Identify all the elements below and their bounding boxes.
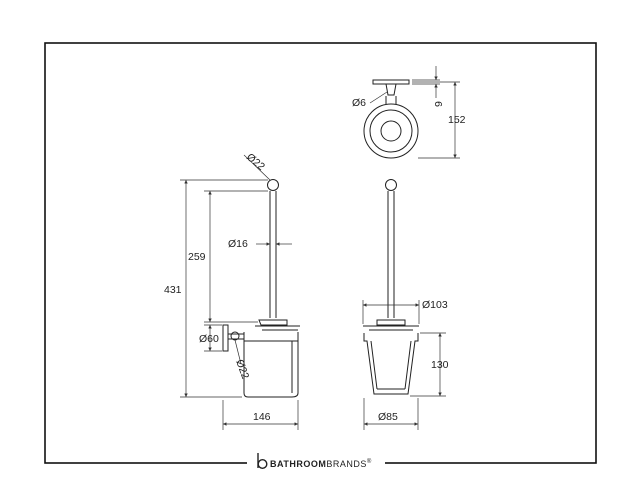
- dim-plate-thickness: 6: [432, 101, 444, 107]
- dim-ball-diameter-top: Ø22: [244, 151, 267, 173]
- drawing-frame: [44, 42, 597, 464]
- front-view: [363, 179, 419, 395]
- dim-pot-height: 130: [431, 359, 449, 371]
- dim-projection: 146: [253, 411, 271, 423]
- dim-handle-diameter: Ø16: [228, 238, 248, 250]
- dim-pot-rim-diameter: Ø103: [422, 299, 448, 311]
- dim-overall-height: 431: [164, 284, 182, 296]
- brand-backdrop: [247, 452, 385, 474]
- brand-registered-mark: ®: [367, 458, 372, 465]
- brand-name-strong: BATHROOM: [270, 459, 326, 469]
- dim-wall-projection: 152: [448, 114, 466, 126]
- top-view: [363, 79, 419, 159]
- dim-pot-base-diameter: Ø85: [378, 411, 398, 423]
- side-view: [222, 179, 300, 398]
- brand-logo-b-icon: [257, 453, 268, 470]
- dim-fixing-diameter: Ø22: [233, 358, 251, 381]
- front-view-dimensions: [362, 300, 446, 430]
- dim-handle-length: 259: [188, 251, 206, 263]
- dim-screw-diameter: Ø6: [352, 97, 366, 109]
- top-view-dimensions: [369, 66, 460, 159]
- brand-wordmark: BATHROOMBRANDS®: [270, 458, 372, 469]
- side-view-dimensions: [180, 154, 299, 430]
- brand-name-light: BRANDS: [326, 459, 367, 469]
- dim-backplate-diameter: Ø60: [199, 333, 219, 345]
